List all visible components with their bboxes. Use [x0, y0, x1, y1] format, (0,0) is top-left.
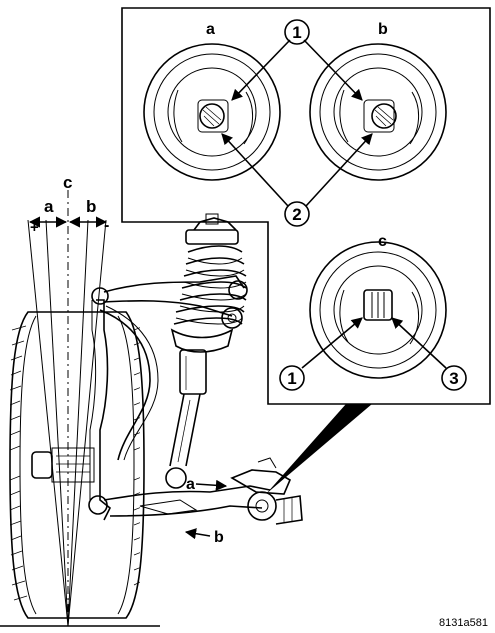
cam-arrow-label-b: b	[214, 529, 224, 546]
inset-leader-wedge	[266, 404, 372, 494]
coil-spring-strut	[165, 213, 247, 489]
view-label-a: a	[206, 21, 215, 38]
steering-knuckle	[31, 287, 159, 521]
view-label-c: c	[378, 233, 387, 250]
camber-label-b: b	[86, 197, 96, 216]
figure-code: 8131a581	[439, 617, 488, 629]
camber-reference-lines	[27, 190, 108, 627]
callout-3	[391, 317, 467, 391]
cam-adjust-arrow-b	[184, 528, 211, 540]
callout-2	[221, 133, 373, 227]
cam-arrow-label-a: a	[186, 476, 195, 493]
callout-1-bottom-label: 1	[287, 369, 296, 388]
positive-sign: +	[30, 219, 39, 236]
callout-2-label: 2	[292, 205, 301, 224]
camber-label-a: a	[44, 197, 54, 216]
camber-label-c: c	[63, 173, 72, 192]
inset-panel	[121, 7, 491, 405]
negative-sign: -	[104, 217, 109, 234]
view-label-b: b	[378, 21, 388, 38]
tire	[0, 311, 160, 627]
callout-1-bottom	[279, 317, 363, 391]
cam-adjust-arrow-a	[195, 479, 228, 491]
cam-view-b	[309, 43, 447, 181]
cam-view-c	[309, 241, 447, 379]
callout-1-top-label: 1	[292, 23, 301, 42]
callout-3-label: 3	[449, 369, 458, 388]
cam-view-a	[143, 43, 281, 181]
upper-control-arm	[103, 275, 248, 329]
lower-control-arm	[103, 457, 303, 525]
callout-1-top	[231, 19, 363, 101]
